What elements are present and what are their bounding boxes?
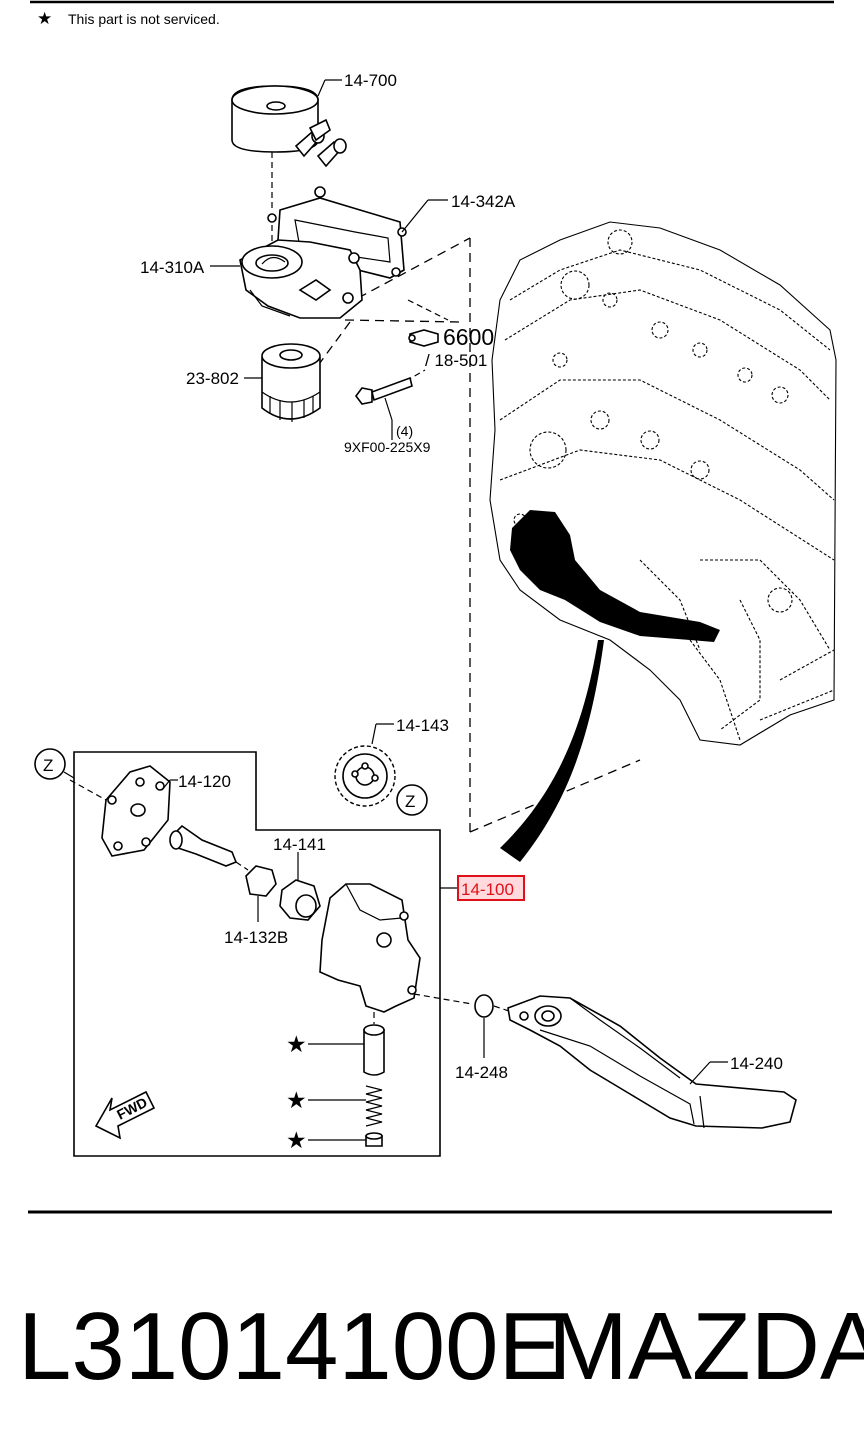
label-14-132B: 14-132B <box>224 928 288 947</box>
part-number: L31014100E <box>18 1293 563 1400</box>
relief-plug <box>365 1132 383 1147</box>
label-18-501: / 18-501 <box>425 351 487 370</box>
label-qty-4: (4) <box>396 423 413 439</box>
oil-strainer <box>507 995 797 1129</box>
highlight-14-100 <box>457 875 525 901</box>
label-14-120: 14-120 <box>178 772 231 791</box>
oil-pickup-silhouette <box>510 510 720 642</box>
oil-pressure-switch-icon <box>409 329 439 347</box>
label-14-240: 14-240 <box>730 1054 783 1073</box>
relief-spring <box>365 1085 383 1127</box>
brand-name: MAZDA <box>548 1293 864 1400</box>
bolt <box>355 376 413 405</box>
engine-block <box>489 221 837 746</box>
zone-callout-left <box>34 748 66 780</box>
label-9XF00-225X9: 9XF00-225X9 <box>344 439 431 455</box>
zone-callout-right <box>396 784 428 816</box>
not-serviced-star-3: ★ <box>286 1127 307 1153</box>
label-14-310A: 14-310A <box>140 258 205 277</box>
not-serviced-star-1: ★ <box>286 1031 307 1057</box>
note-star-icon: ★ <box>37 9 52 28</box>
pump-cover-plate <box>101 765 171 857</box>
note-text: This part is not serviced. <box>68 11 220 27</box>
o-ring <box>474 994 494 1018</box>
caption: L31014100E MAZDA <box>0 1282 864 1412</box>
label-14-143: 14-143 <box>396 716 449 735</box>
label-6600: 6600 <box>443 324 494 350</box>
label-14-100: 14-100 <box>461 880 514 899</box>
oil-cooler-adapter <box>239 239 363 319</box>
inner-rotor <box>245 865 277 897</box>
not-serviced-star-2: ★ <box>286 1087 307 1113</box>
zone-label-left: Z <box>43 756 53 775</box>
outer-rotor <box>279 879 321 921</box>
pump-shaft <box>169 824 238 867</box>
oil-pump-sprocket <box>334 745 396 807</box>
assembly-14-100-outline <box>73 751 441 1157</box>
label-14-141: 14-141 <box>273 835 326 854</box>
oil-pump-body <box>319 883 421 1013</box>
zone-label-right: Z <box>405 792 415 811</box>
oil-filter <box>261 343 321 422</box>
label-14-342A: 14-342A <box>451 192 516 211</box>
oil-cooler <box>231 85 347 168</box>
label-14-700: 14-700 <box>344 71 397 90</box>
label-23-802: 23-802 <box>186 369 239 388</box>
relief-plunger <box>363 1024 385 1076</box>
fwd-arrow-icon: FWD <box>94 1090 156 1140</box>
label-14-248: 14-248 <box>455 1063 508 1082</box>
location-arrow <box>500 640 604 862</box>
